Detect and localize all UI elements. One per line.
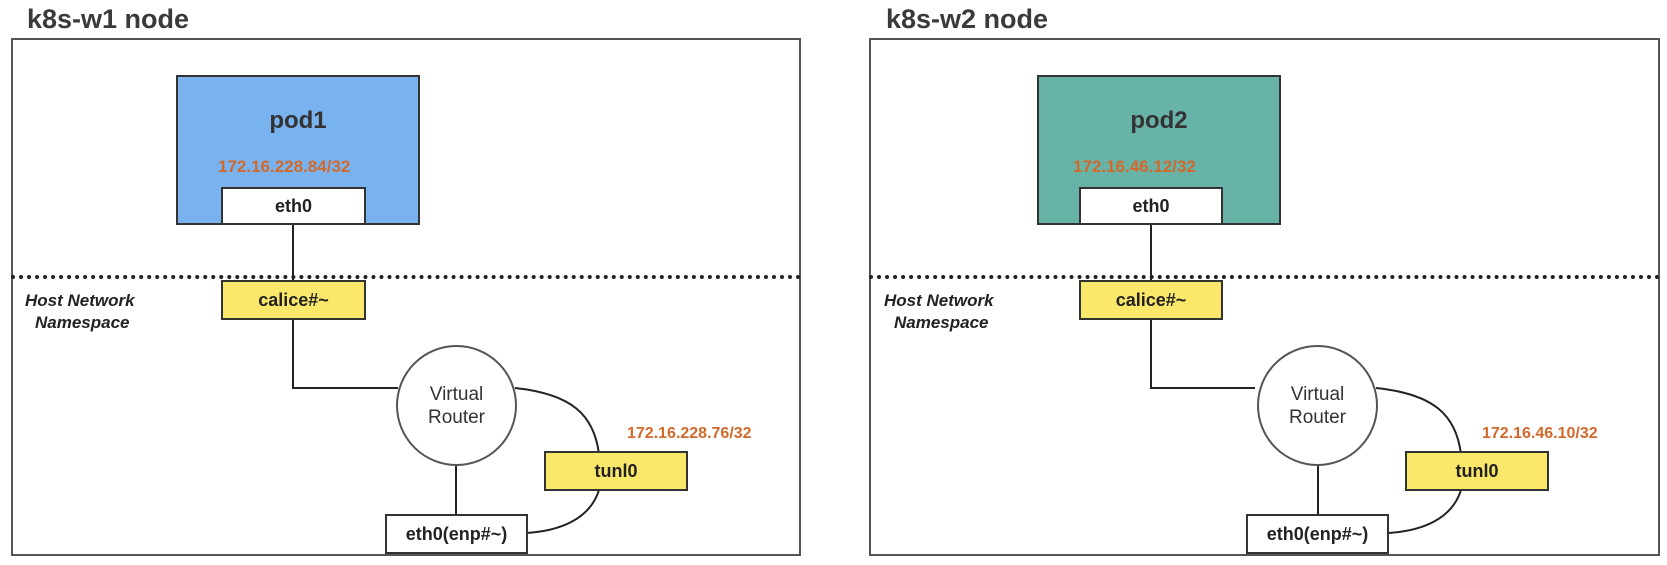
tunl0-to-eth0-curve: [1387, 489, 1462, 534]
host-network-namespace-label: Host Network Namespace: [884, 290, 1044, 334]
host-namespace-divider: [11, 275, 801, 279]
node-frame: [11, 38, 801, 556]
namespace-label-line2: Namespace: [35, 313, 130, 332]
calico-veth-interface[interactable]: calice#~: [1079, 280, 1223, 320]
pod-ip-address: 172.16.46.12/32: [1073, 157, 1196, 176]
pod-name: pod2: [1130, 107, 1188, 134]
tunnel-ip-address: 172.16.46.10/32: [1482, 425, 1598, 442]
tunl0-interface[interactable]: tunl0: [1405, 451, 1549, 491]
router-to-tunl0-curve: [514, 387, 600, 455]
host-eth0-interface[interactable]: eth0(enp#~): [1246, 514, 1389, 554]
node-frame: [869, 38, 1660, 556]
host-network-namespace-label: Host Network Namespace: [25, 290, 185, 334]
pod-eth0-interface[interactable]: eth0: [221, 187, 366, 225]
router-label-line2: Router: [427, 406, 486, 428]
namespace-label-line2: Namespace: [894, 313, 989, 332]
host-eth0-interface[interactable]: eth0(enp#~): [385, 514, 528, 554]
pod-eth0-interface[interactable]: eth0: [1079, 187, 1223, 225]
virtual-router[interactable]: Virtual Router: [1257, 345, 1378, 466]
router-label-line1: Virtual: [429, 383, 484, 405]
router-to-tunl0-curve: [1375, 387, 1462, 455]
node-title: k8s-w2 node: [886, 4, 1049, 34]
tunl0-to-eth0-curve: [525, 489, 600, 534]
virtual-router[interactable]: Virtual Router: [396, 345, 517, 466]
calico-veth-interface[interactable]: calice#~: [221, 280, 366, 320]
calice-to-router-line: [292, 319, 398, 389]
router-label-line1: Virtual: [1290, 383, 1345, 405]
namespace-label-line1: Host Network: [884, 291, 994, 310]
router-label-line2: Router: [1288, 406, 1347, 428]
node-title: k8s-w1 node: [27, 4, 190, 34]
calice-to-router-line: [1150, 319, 1255, 389]
host-namespace-divider: [869, 275, 1660, 279]
tunl0-interface[interactable]: tunl0: [544, 451, 688, 491]
pod-ip-address: 172.16.228.84/32: [218, 157, 351, 176]
tunnel-ip-address: 172.16.228.76/32: [627, 425, 752, 442]
pod-name: pod1: [269, 107, 327, 134]
namespace-label-line1: Host Network: [25, 291, 135, 310]
